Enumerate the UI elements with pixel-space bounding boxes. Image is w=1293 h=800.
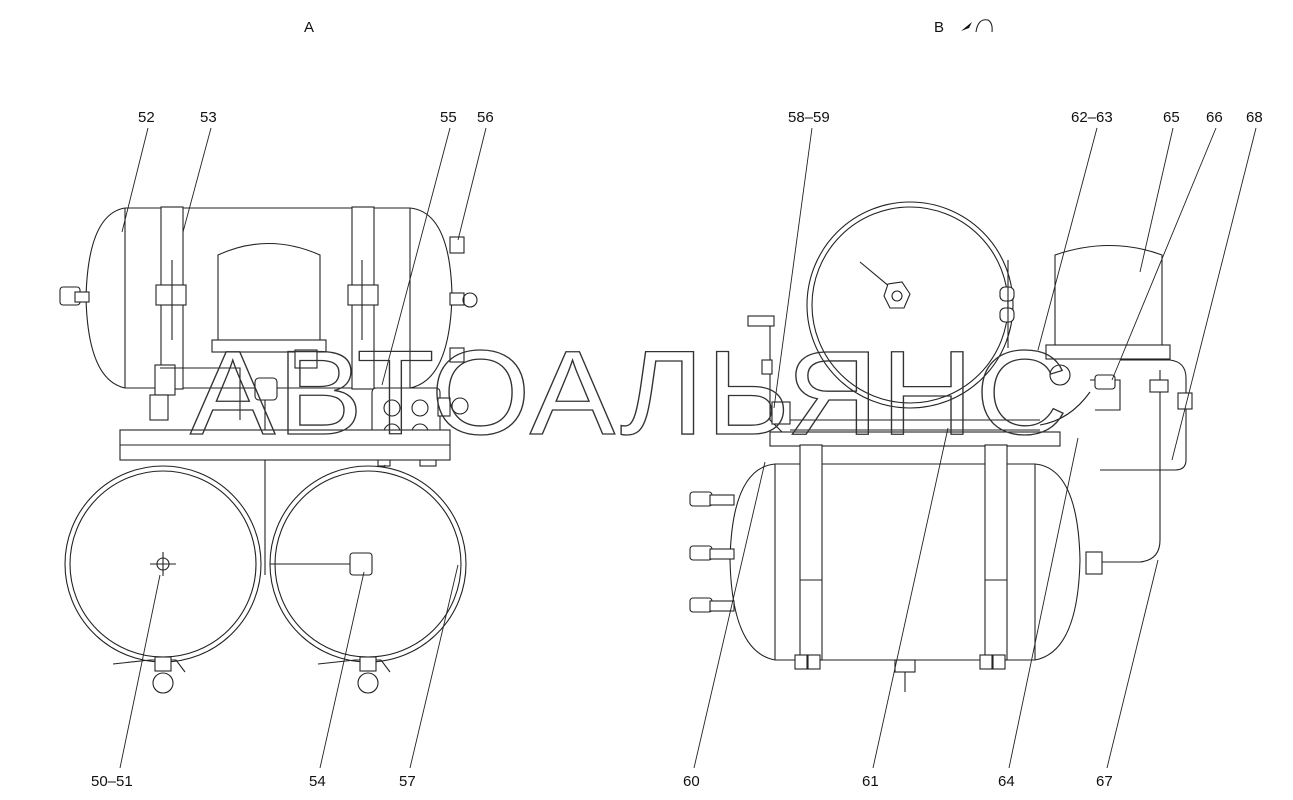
receiver-bottom [729, 463, 1081, 661]
label-57: 57 [399, 773, 416, 790]
label-67: 67 [1096, 773, 1113, 790]
label-56: 56 [477, 109, 494, 126]
label-62-63: 62–63 [1071, 109, 1113, 126]
label-50-51: 50–51 [91, 773, 133, 790]
dryer-cartridge [217, 243, 321, 341]
label-68: 68 [1246, 109, 1263, 126]
view-b-drawing [689, 201, 1193, 692]
view-b-title: В [934, 19, 944, 36]
view-b-title-group: В [934, 19, 993, 36]
label-52: 52 [138, 109, 155, 126]
label-55: 55 [440, 109, 457, 126]
label-65: 65 [1163, 109, 1180, 126]
label-60: 60 [683, 773, 700, 790]
label-53: 53 [200, 109, 217, 126]
dryer-cartridge-65 [1054, 245, 1163, 346]
leader-lines [119, 127, 1257, 769]
callout-labels: 52 53 55 56 58–59 62–63 65 66 68 50–51 5… [91, 109, 1263, 790]
rotation-arrow-icon [961, 19, 993, 33]
label-61: 61 [862, 773, 879, 790]
view-a-title: А [304, 19, 314, 36]
label-66: 66 [1206, 109, 1223, 126]
label-58-59: 58–59 [788, 109, 830, 126]
frame-61 [769, 431, 1061, 447]
receiver-round [806, 201, 1014, 409]
view-a-drawing [59, 206, 478, 694]
watermark: АВТОАЛЬЯНС [190, 326, 1070, 460]
label-64: 64 [998, 773, 1015, 790]
label-54: 54 [309, 773, 326, 790]
